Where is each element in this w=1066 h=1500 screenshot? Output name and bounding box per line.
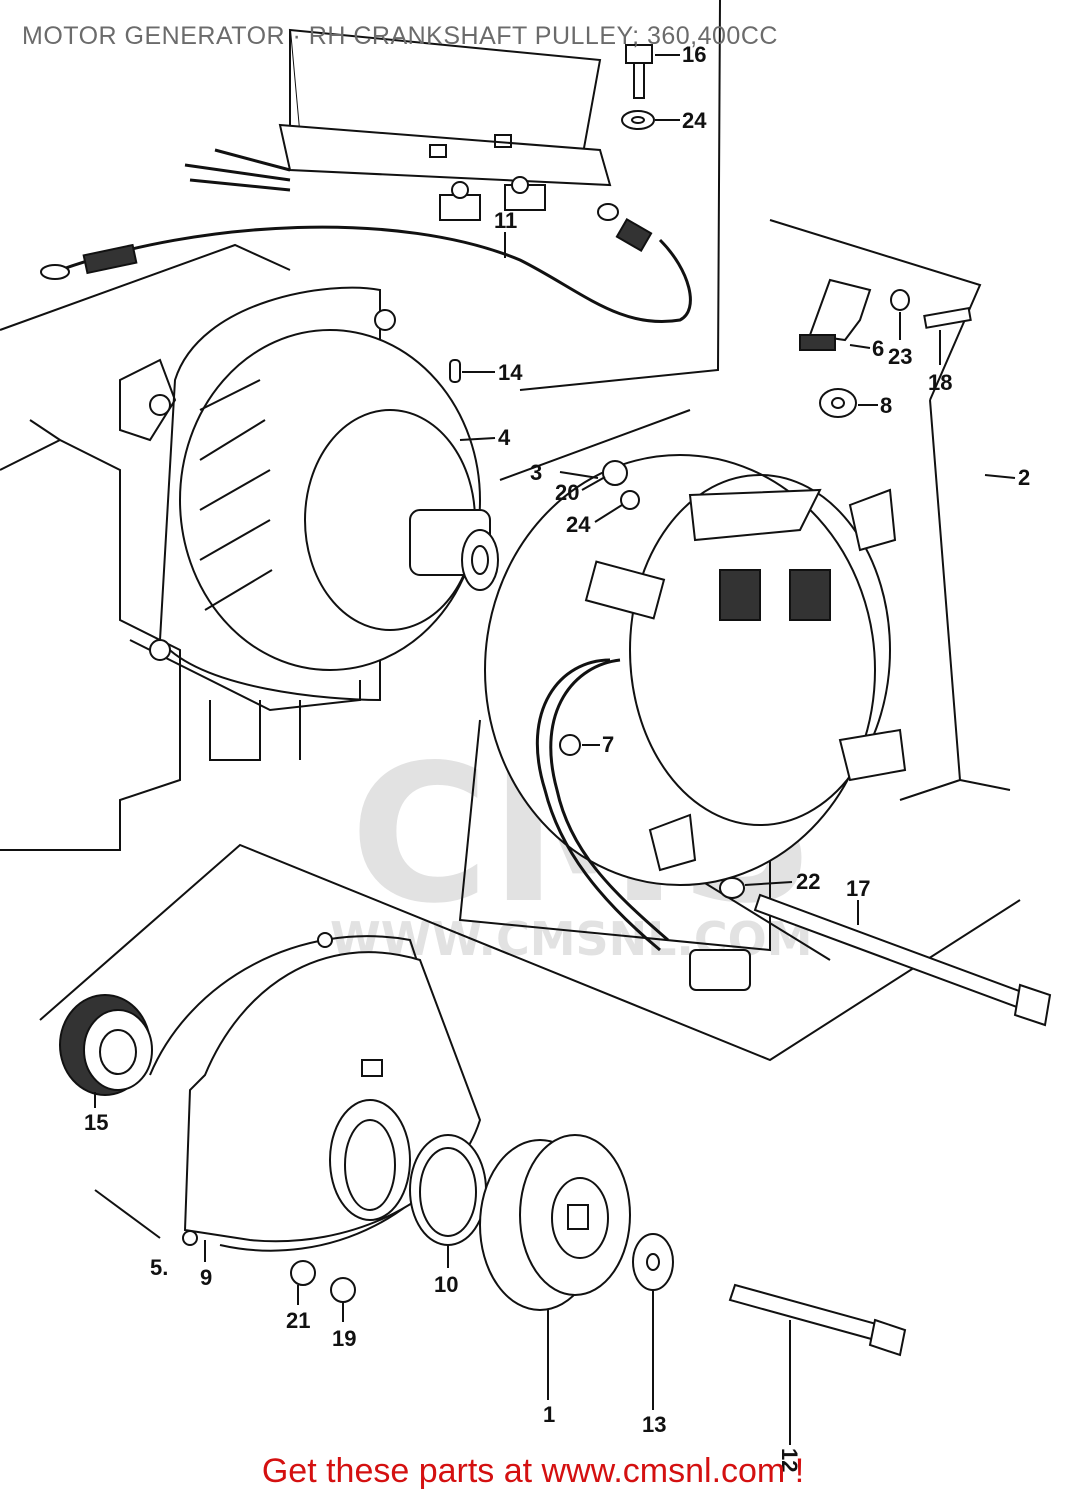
callout-7: 7 [602, 732, 614, 757]
callout-24: 24 [566, 512, 591, 537]
callout-24: 24 [682, 108, 707, 133]
page-title: MOTOR GENERATOR · RH CRANKSHAFT PULLEY; … [22, 22, 778, 50]
callout-2: 2 [1018, 465, 1030, 490]
brush-holder-parts [799, 278, 972, 418]
oil-seal [59, 994, 153, 1096]
pulley-washer-and-bolt [632, 1233, 907, 1357]
callout-3: 3 [530, 460, 542, 485]
dowel-pin [449, 359, 461, 383]
callout-19: 19 [332, 1326, 356, 1351]
cover-nuts [290, 1260, 356, 1303]
callout-10: 10 [434, 1272, 458, 1297]
wire-harness [40, 148, 692, 323]
voltage-regulator [278, 28, 612, 221]
generator-cover [149, 932, 482, 1252]
field-coil-stator [484, 454, 907, 886]
callout-21: 21 [286, 1308, 310, 1333]
callout-labels: 16 24 11 6 23 18 8 14 4 2 3 20 24 7 22 1… [84, 42, 1030, 1472]
callout-20: 20 [555, 480, 579, 505]
frame-lines [0, 0, 1021, 1062]
callout-22: 22 [796, 869, 820, 894]
callout-9: 9 [200, 1265, 212, 1290]
nut-and-washer-stator [602, 460, 640, 510]
o-ring [409, 1134, 487, 1246]
callout-12: 12 [777, 1448, 802, 1472]
callout-23: 23 [888, 344, 912, 369]
callout-17: 17 [846, 876, 870, 901]
callout-5: 5. [150, 1255, 168, 1280]
callout-11: 11 [494, 208, 517, 233]
crankcase-outline [0, 358, 361, 851]
callout-16: 16 [682, 42, 706, 67]
callout-8: 8 [880, 393, 892, 418]
footer-cta[interactable]: Get these parts at www.cmsnl.com ! [261, 1452, 805, 1490]
callout-4: 4 [498, 425, 511, 450]
crankshaft-pulley [479, 1134, 631, 1311]
callout-13: 13 [642, 1412, 666, 1437]
callout-6: 6 [872, 336, 884, 361]
through-bolt [719, 877, 1052, 1027]
callout-14: 14 [498, 360, 523, 385]
armature-rotor [179, 329, 499, 671]
callout-1: 1 [543, 1402, 555, 1427]
callout-15: 15 [84, 1110, 108, 1135]
callout-18: 18 [928, 370, 952, 395]
lead-wire [535, 658, 751, 991]
leader-lines [94, 54, 1016, 1445]
bolt-and-washer-top [621, 44, 655, 130]
